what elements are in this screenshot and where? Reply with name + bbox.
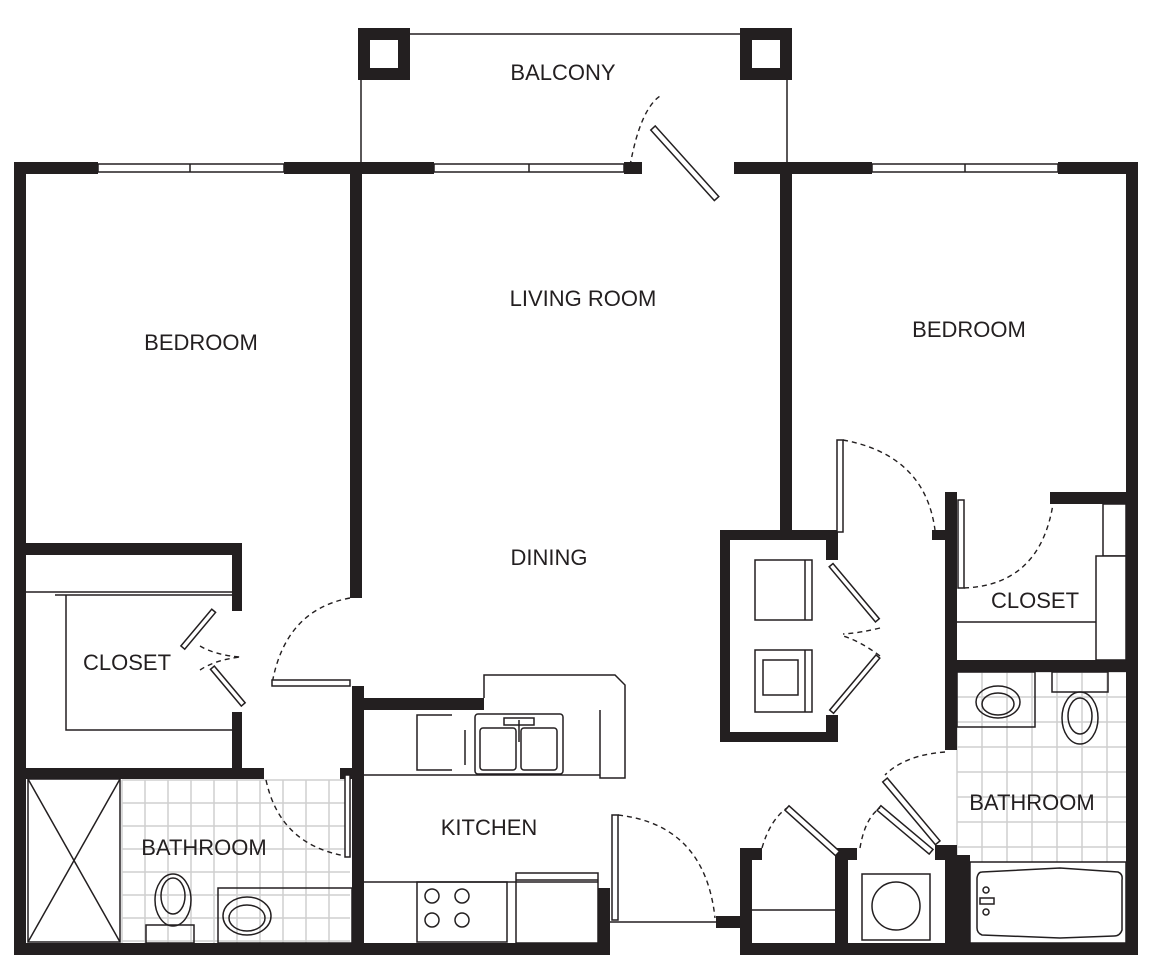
interior-walls bbox=[26, 174, 1130, 943]
tile-floor-left-bath bbox=[121, 779, 350, 943]
label-bedroom-left: BEDROOM bbox=[144, 330, 258, 355]
label-bathroom-left: BATHROOM bbox=[141, 835, 266, 860]
room-labels: BALCONY LIVING ROOM BEDROOM BEDROOM DINI… bbox=[83, 60, 1095, 860]
label-living-room: LIVING ROOM bbox=[510, 286, 657, 311]
exterior-walls bbox=[14, 162, 1138, 955]
label-bathroom-right: BATHROOM bbox=[969, 790, 1094, 815]
doors bbox=[179, 95, 1127, 921]
label-kitchen: KITCHEN bbox=[441, 815, 538, 840]
label-closet-left: CLOSET bbox=[83, 650, 171, 675]
fixtures bbox=[26, 559, 1127, 944]
label-dining: DINING bbox=[511, 545, 588, 570]
label-bedroom-right: BEDROOM bbox=[912, 317, 1026, 342]
label-balcony: BALCONY bbox=[510, 60, 615, 85]
balcony bbox=[358, 28, 792, 162]
label-closet-right: CLOSET bbox=[991, 588, 1079, 613]
